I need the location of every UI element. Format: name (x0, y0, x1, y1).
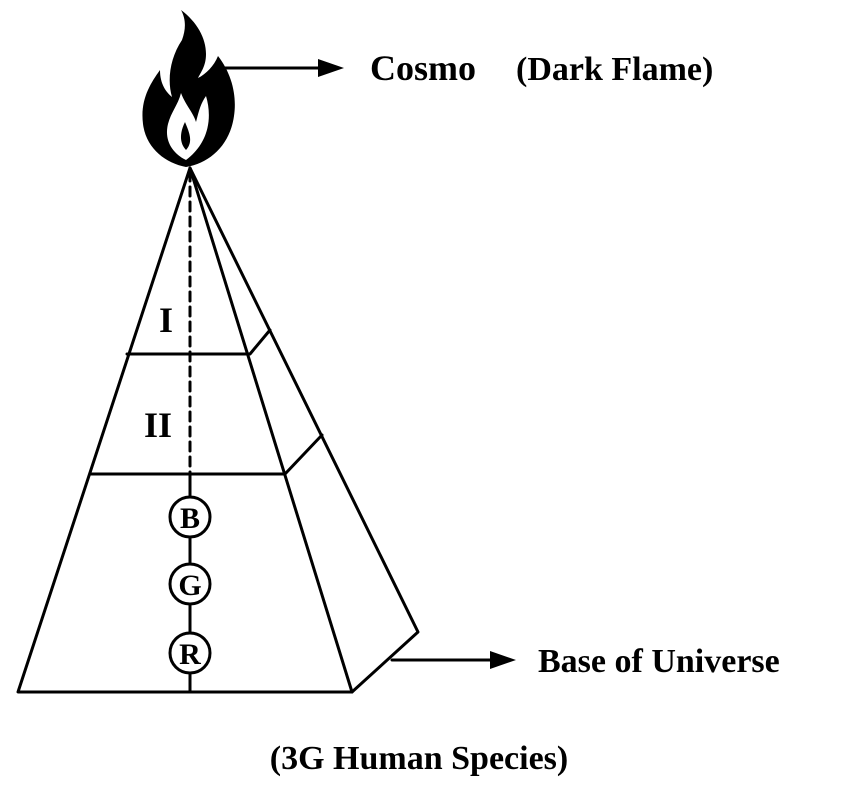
base-of-universe-label: Base of Universe (538, 643, 780, 680)
level-2-label: II (144, 405, 172, 445)
level-1-label: I (159, 300, 173, 340)
diagram-caption: (3G Human Species) (270, 740, 568, 777)
node-b-label: B (180, 502, 200, 535)
node-b: B (168, 495, 212, 539)
pyramid-side-outline (188, 166, 420, 694)
node-g-label: G (178, 569, 201, 602)
pyramid (16, 166, 420, 694)
cosmo-label: Cosmo (370, 48, 476, 88)
divider-level-2 (88, 433, 324, 476)
pyramid-front-outline (16, 166, 354, 694)
node-r-label: R (179, 638, 201, 671)
base-arrow (390, 651, 516, 669)
flame-icon (142, 10, 235, 167)
divider-level-1 (125, 328, 272, 356)
node-g: G (168, 562, 212, 606)
node-r: R (168, 631, 212, 675)
cosmo-arrow (220, 59, 344, 77)
dark-flame-label: (Dark Flame) (516, 51, 713, 88)
